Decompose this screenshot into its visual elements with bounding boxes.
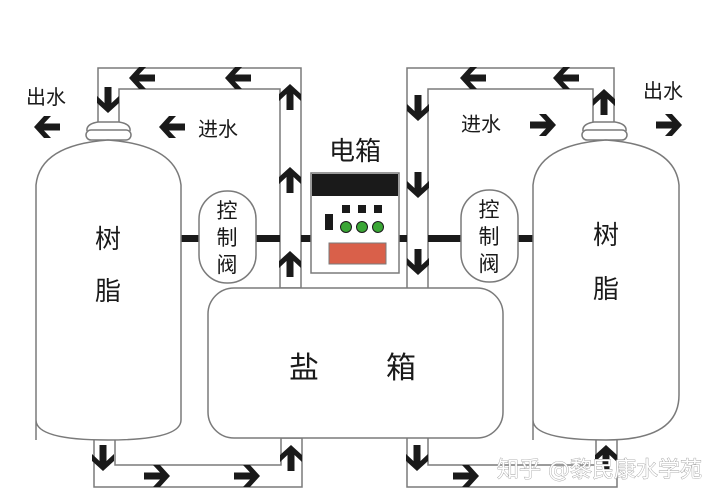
left-valve-char-1: 控 [217,199,238,223]
right-tank-label-2: 脂 [593,275,619,305]
right-outlet-label: 出水 [643,79,683,103]
right-valve-tank-connector [518,235,533,242]
left-resin-tank: 树 脂 [35,121,182,441]
left-control-valve: 控 制 阀 [198,190,257,284]
right-pipe-valve-connector [428,235,461,242]
left-bottom-pipe [93,437,303,488]
control-box-button-3 [374,205,382,213]
brine-tank-label-2: 箱 [386,351,416,386]
left-pipe-box-connector [301,235,311,242]
indicator-light-1 [340,221,352,233]
control-box-label: 电箱 [329,137,381,167]
left-outlet-arrow-icon [34,116,60,138]
control-box-display [328,242,387,265]
right-resin-tank: 树 脂 [532,121,680,441]
left-inlet-label: 进水 [198,117,238,141]
right-valve-char-1: 控 [479,198,500,222]
right-box-pipe-connector [399,235,407,242]
right-valve-char-2: 制 [479,225,500,249]
control-box-button-2 [358,205,366,213]
left-valve-char-3: 阀 [217,253,238,277]
indicator-light-2 [356,221,368,233]
right-outlet-arrow-icon [656,114,682,136]
left-outlet-label: 出水 [26,85,66,109]
watermark: 知乎 @黎民康水学苑 [497,458,702,483]
left-tank-label-2: 脂 [95,277,121,307]
left-tank-label-1: 树 [95,225,121,255]
left-inlet-arrow-icon [159,116,185,138]
brine-tank-label-1: 盐 [289,351,319,386]
control-box-button-1 [342,205,350,213]
control-box-switch [325,214,333,230]
brine-tank: 盐 箱 [207,287,504,439]
right-valve-char-3: 阀 [479,252,500,276]
left-tank-valve-connector [181,235,199,242]
left-valve-pipe-connector [256,235,280,242]
right-tank-label-1: 树 [593,221,619,251]
control-box-header [312,174,398,196]
left-valve-char-2: 制 [217,226,238,250]
right-inlet-label: 进水 [461,112,501,136]
right-inlet-arrow-icon [530,114,556,136]
indicator-light-3 [372,221,384,233]
control-box: 电箱 [310,137,400,274]
right-control-valve: 控 制 阀 [460,189,519,283]
